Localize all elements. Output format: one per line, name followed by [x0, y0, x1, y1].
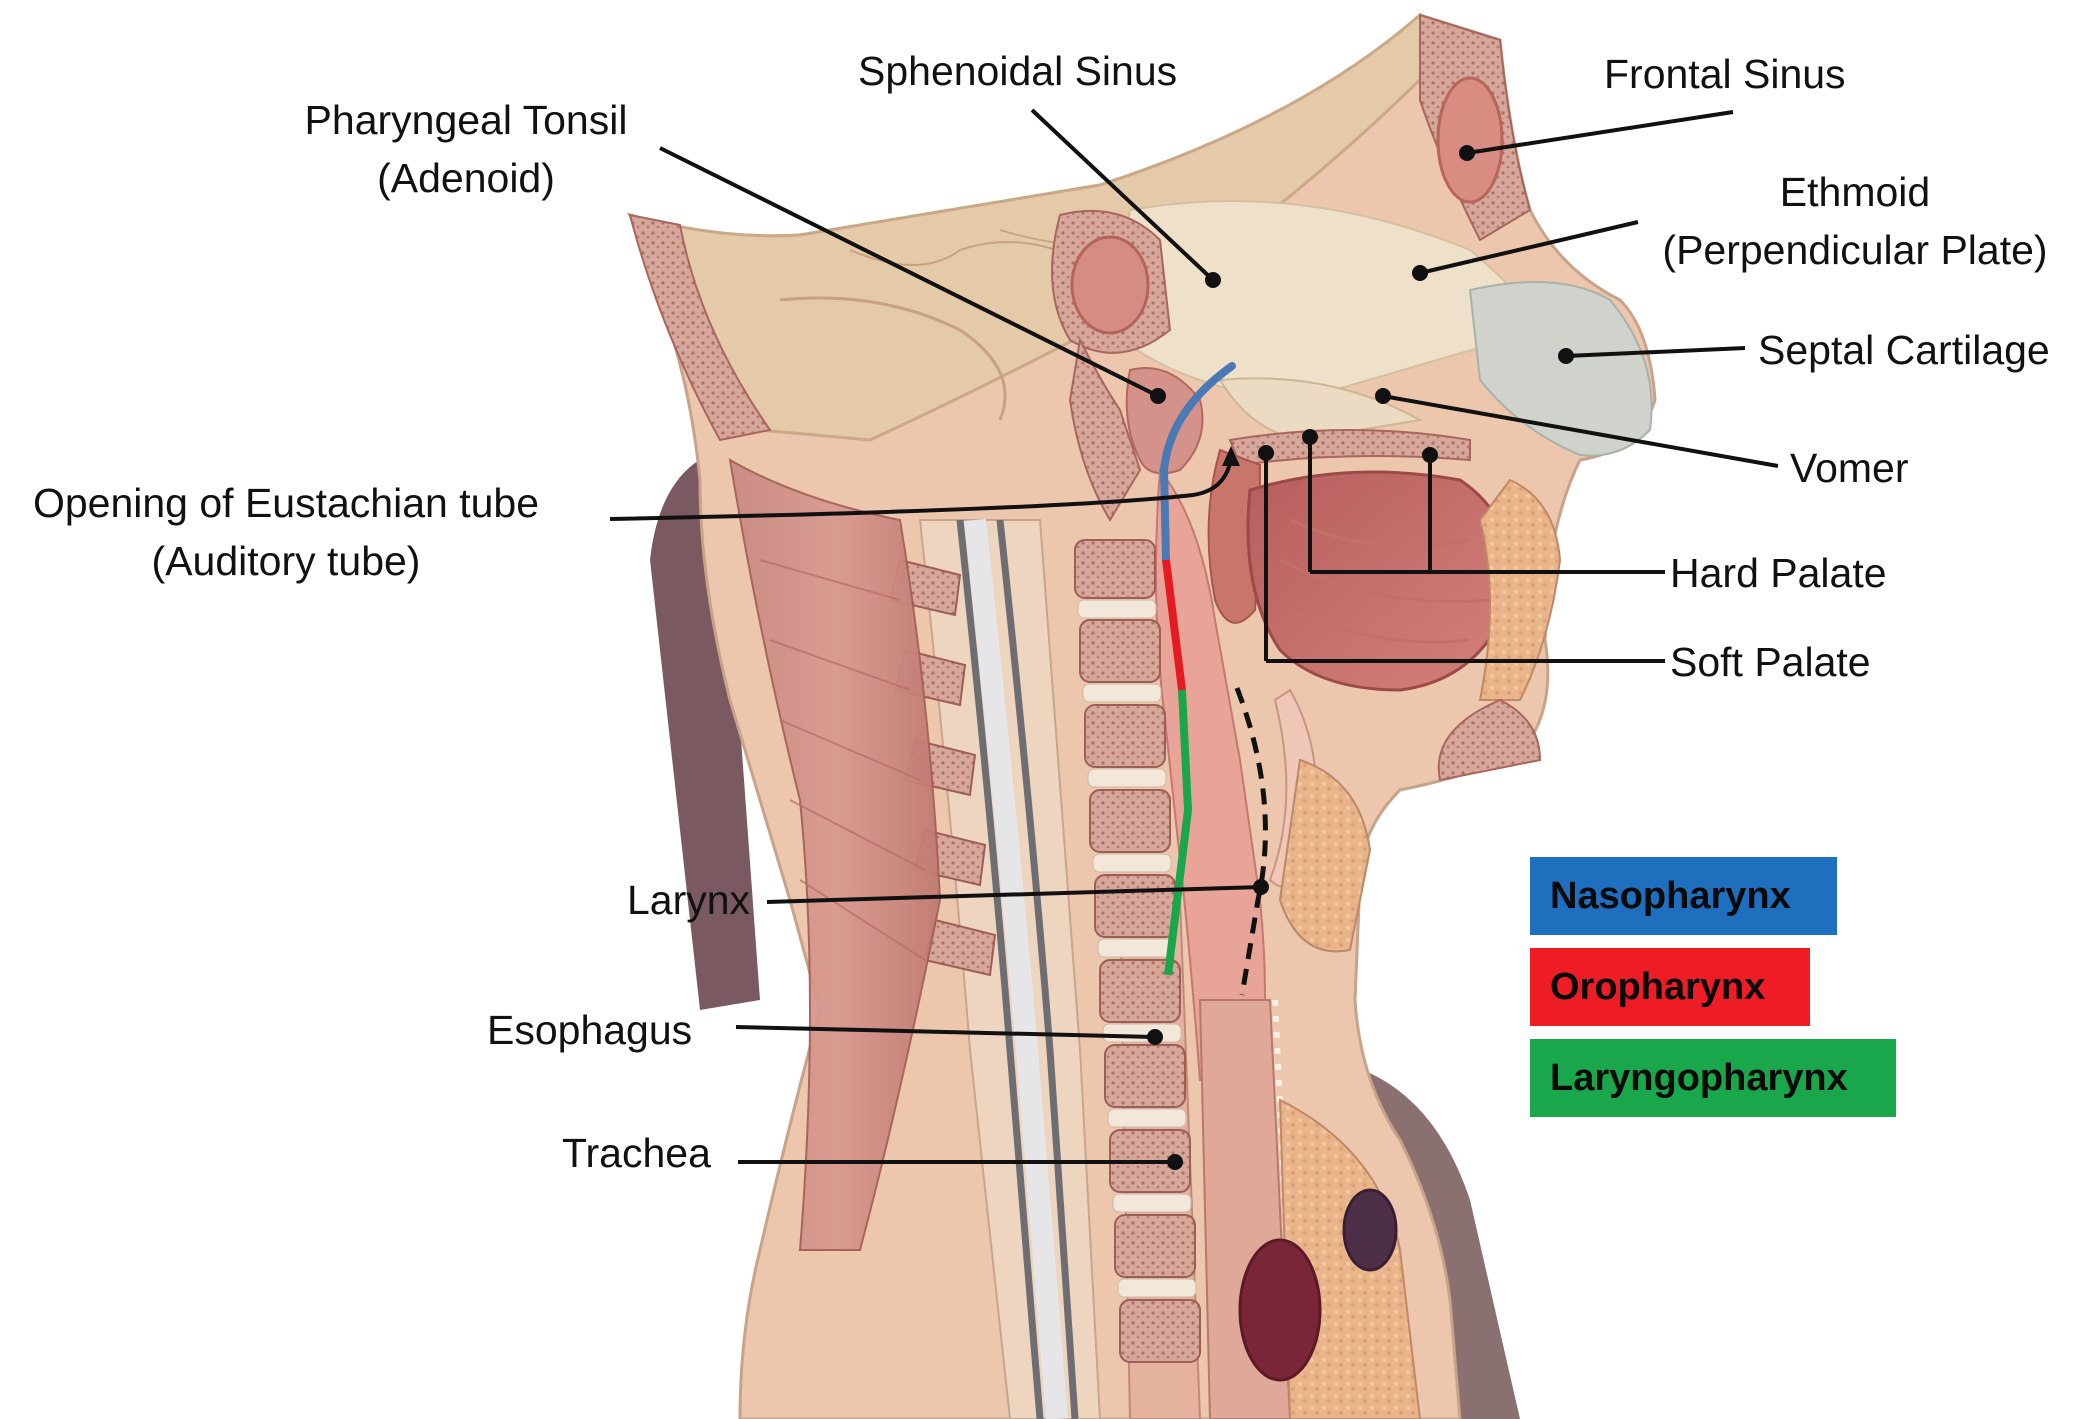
- legend-nasopharynx: Nasopharynx: [1530, 857, 1837, 935]
- label-frontal-sinus: Frontal Sinus: [1604, 46, 1846, 102]
- label-trachea: Trachea: [562, 1125, 711, 1181]
- label-larynx: Larynx: [627, 872, 750, 928]
- label-auditory-tube: (Auditory tube): [8, 533, 564, 589]
- legend-laryngopharynx: Laryngopharynx: [1530, 1039, 1896, 1117]
- label-soft-palate: Soft Palate: [1670, 634, 1871, 690]
- legend-laryngopharynx-label: Laryngopharynx: [1550, 1057, 1848, 1099]
- label-pharyngeal-tonsil: Pharyngeal Tonsil: [288, 92, 644, 148]
- label-esophagus: Esophagus: [487, 1002, 692, 1058]
- legend-nasopharynx-label: Nasopharynx: [1550, 875, 1791, 917]
- label-vomer: Vomer: [1790, 440, 1909, 496]
- sphenoid-sinus-cavity: [1072, 237, 1148, 333]
- label-hard-palate: Hard Palate: [1670, 545, 1887, 601]
- label-adenoid: (Adenoid): [288, 150, 644, 206]
- frontal-sinus-cavity: [1438, 78, 1502, 202]
- legend-oropharynx-label: Oropharynx: [1550, 966, 1765, 1008]
- label-sphenoidal-sinus: Sphenoidal Sinus: [858, 43, 1177, 99]
- label-septal-cartilage: Septal Cartilage: [1758, 322, 2050, 378]
- label-ethmoid: Ethmoid: [1640, 164, 2070, 220]
- label-perpendicular-plate: (Perpendicular Plate): [1640, 222, 2070, 278]
- legend-oropharynx: Oropharynx: [1530, 948, 1810, 1026]
- tongue-shape: [1248, 472, 1511, 690]
- label-eustachian-opening: Opening of Eustachian tube: [8, 475, 564, 531]
